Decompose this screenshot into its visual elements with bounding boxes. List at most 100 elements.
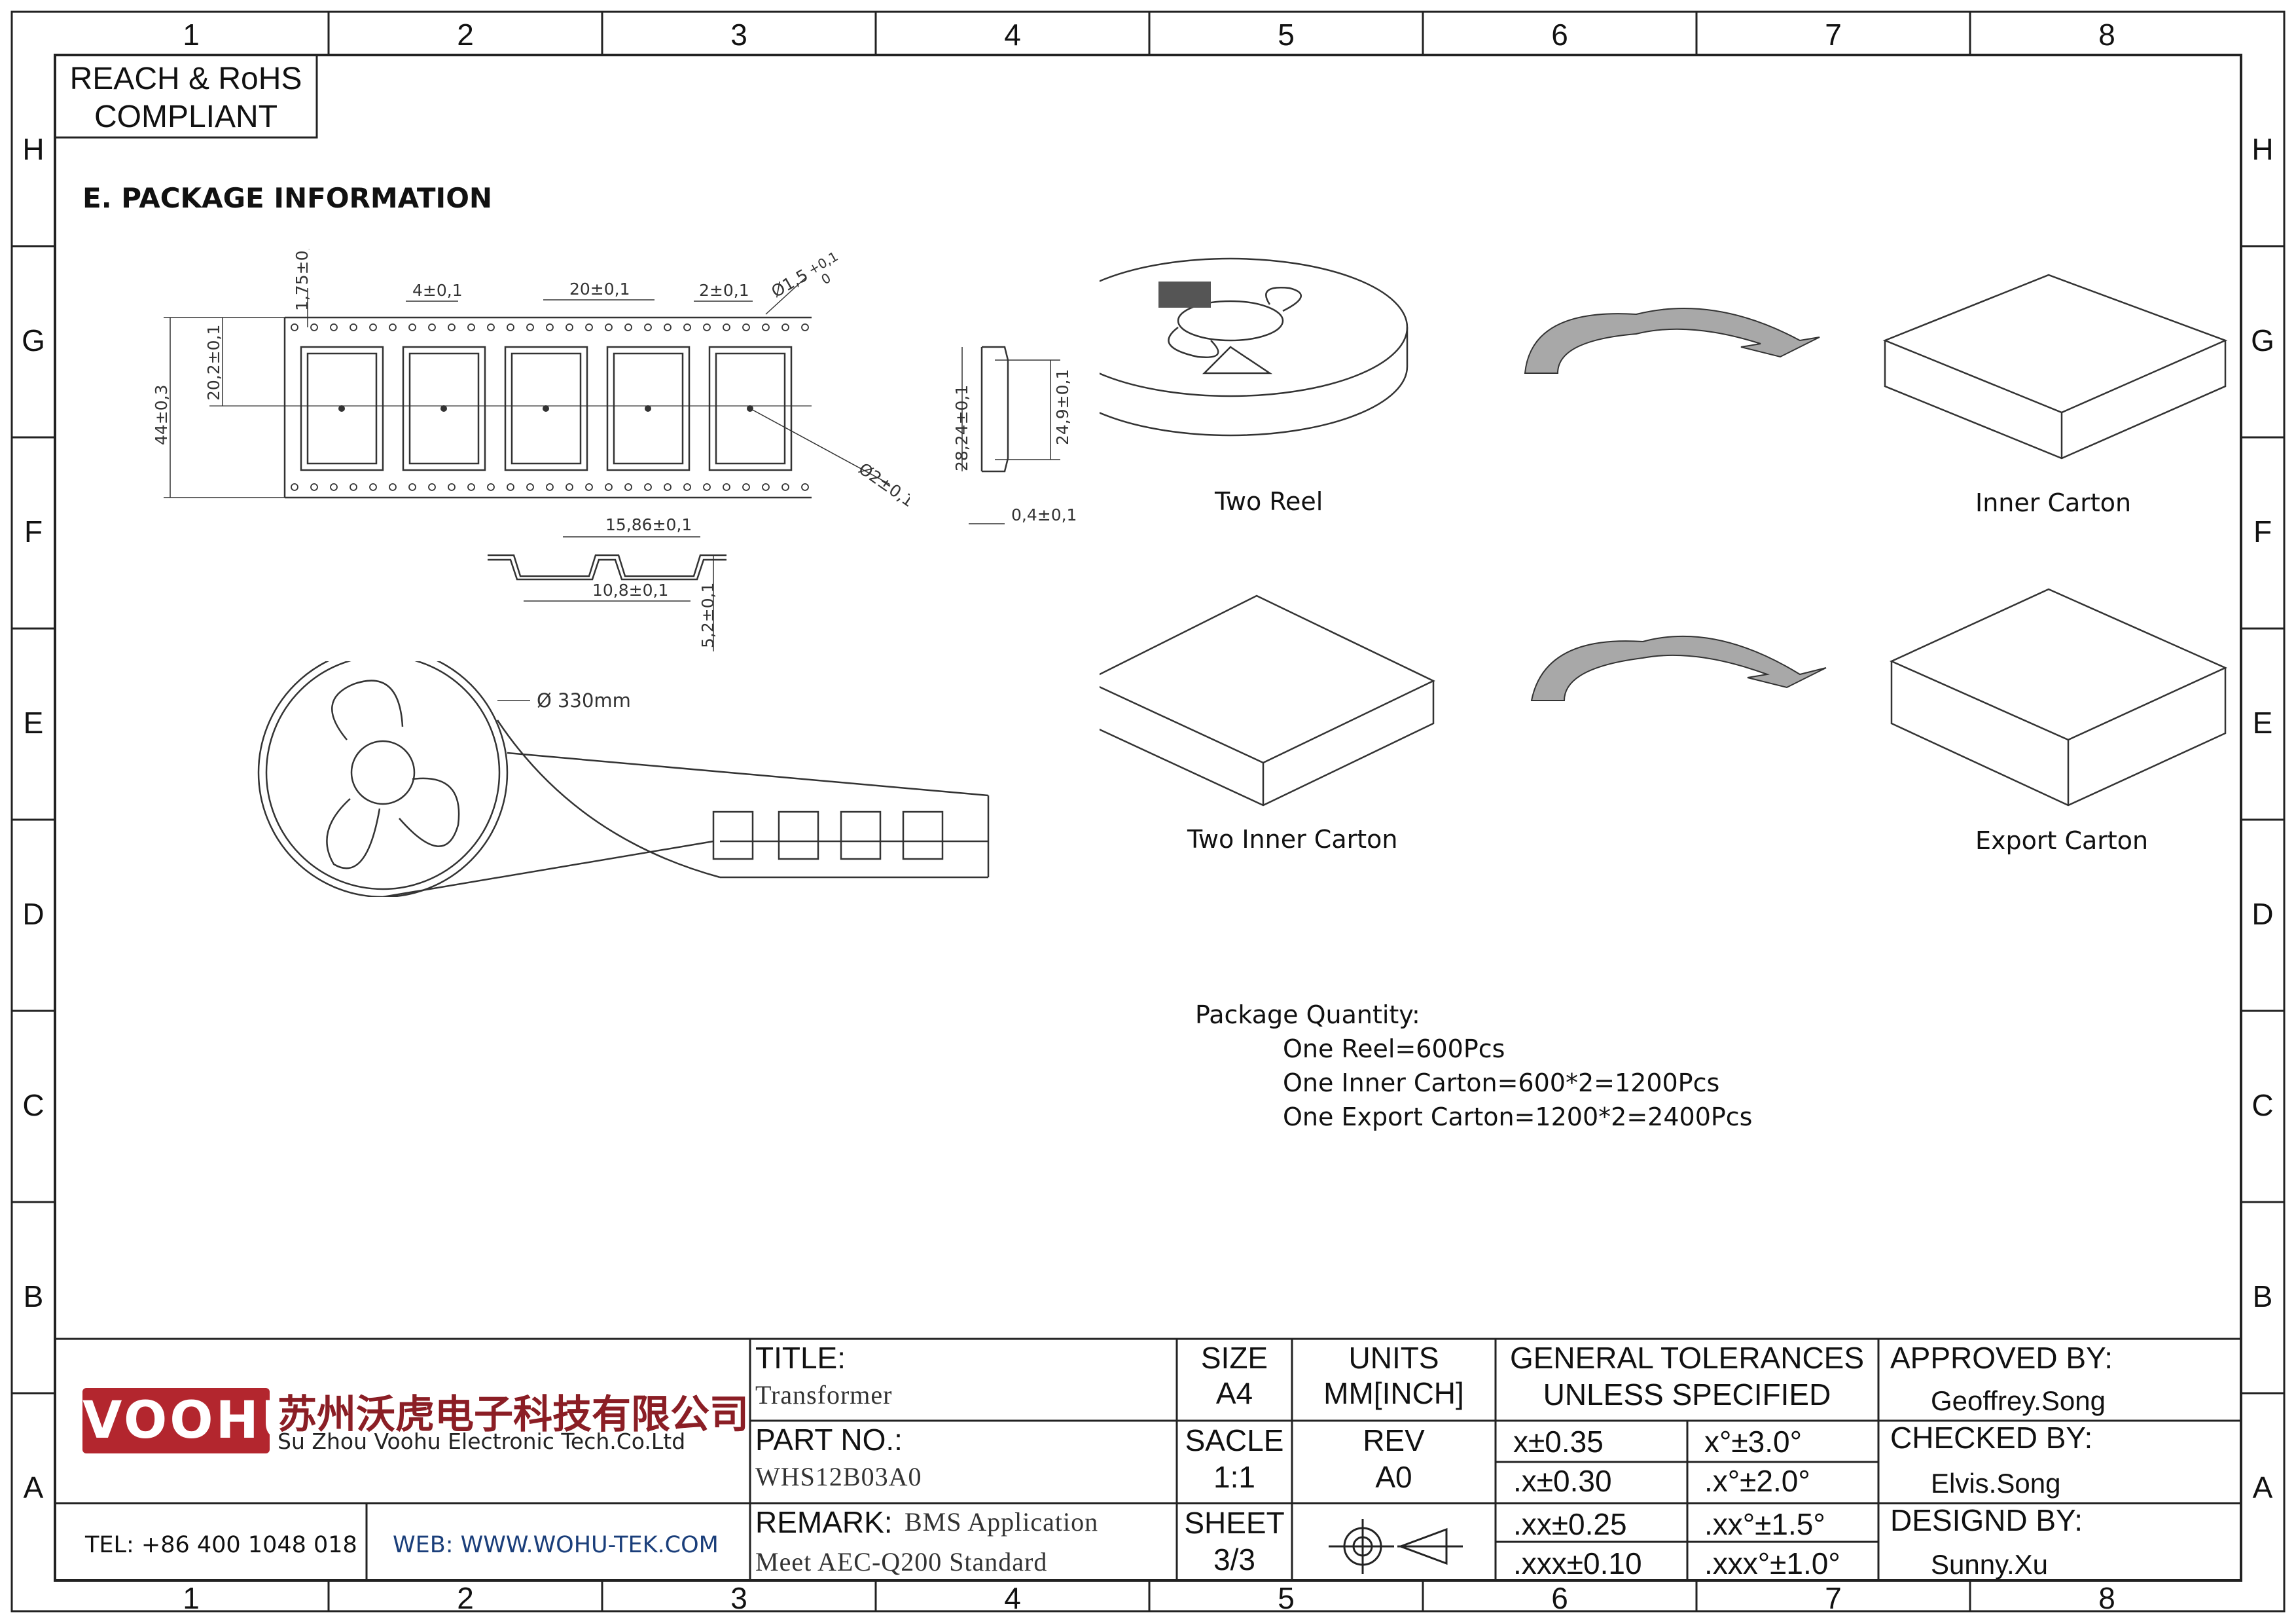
col-label-1: 1	[183, 18, 200, 52]
tol-linear-3: .xxx±0.10	[1513, 1546, 1642, 1580]
col-label-bottom-6: 6	[1551, 1581, 1568, 1615]
tolerance-title-1: GENERAL TOLERANCES	[1509, 1341, 1865, 1375]
tol-linear-1: .x±0.30	[1513, 1464, 1612, 1498]
arrow-inner-to-export	[1530, 635, 1827, 701]
reel-pictorial	[1100, 257, 1408, 437]
row-label-right-E: E	[2252, 706, 2273, 740]
dim-5-2: 5,2±0,1	[698, 583, 717, 648]
col-label-6: 6	[1551, 18, 1568, 52]
inner-carton-pictorial	[1882, 274, 2228, 460]
part-no-label: PART NO.:	[755, 1423, 903, 1457]
part-no-value: WHS12B03A0	[755, 1462, 922, 1491]
company-name-cn: 苏州沃虎电子科技有限公司	[278, 1392, 749, 1438]
scale-value: 1:1	[1213, 1460, 1255, 1494]
tol-angle-3: .xxx°±1.0°	[1704, 1546, 1840, 1580]
caption-inner-carton: Inner Carton	[1975, 488, 2132, 517]
size-value: A4	[1215, 1376, 1253, 1410]
projection-symbol	[1329, 1519, 1463, 1574]
dim-20-2: 20,2±0,1	[204, 325, 223, 401]
compliance-badge: REACH & RoHS COMPLIANT	[55, 60, 317, 136]
row-label-D: D	[22, 897, 45, 931]
tol-linear-2: .xx±0.25	[1513, 1507, 1627, 1541]
rev-value: A0	[1375, 1460, 1412, 1494]
company-name-en: Su Zhou Voohu Electronic Tech.Co.Ltd	[278, 1429, 686, 1454]
website-link[interactable]: WEB: WWW.WOHU-TEK.COM	[393, 1532, 719, 1558]
units-label: UNITS	[1348, 1341, 1439, 1375]
row-label-right-H: H	[2251, 132, 2274, 166]
scale-label: SACLE	[1185, 1423, 1284, 1457]
remark-value-1: BMS Application	[905, 1507, 1099, 1537]
tol-angle-1: .x°±2.0°	[1704, 1464, 1810, 1498]
tel: TEL: +86 400 1048 018	[85, 1532, 357, 1558]
tolerance-title-2: UNLESS SPECIFIED	[1543, 1377, 1831, 1412]
package-quantity-title: Package Quantity:	[1195, 1000, 1420, 1029]
row-label-right-B: B	[2252, 1279, 2273, 1313]
row-label-right-C: C	[2251, 1088, 2274, 1122]
qty-line-1: One Reel=600Pcs	[1283, 1034, 1505, 1063]
dim-28-24: 28,24±0,1	[952, 385, 971, 471]
tol-linear-0: x±0.35	[1513, 1425, 1604, 1459]
checked-value: Elvis.Song	[1931, 1468, 2061, 1499]
row-label-E: E	[23, 706, 44, 740]
row-label-C: C	[22, 1088, 45, 1122]
col-label-5: 5	[1278, 18, 1295, 52]
dim-4: 4±0,1	[412, 281, 463, 300]
arrow-reel-to-carton	[1524, 308, 1820, 374]
compliance-line-1: REACH & RoHS	[69, 62, 302, 96]
col-label-bottom-1: 1	[183, 1581, 200, 1615]
compliance-line-2: COMPLIANT	[94, 100, 278, 134]
caption-two-inner-carton: Two Inner Carton	[1187, 825, 1398, 854]
designed-value: Sunny.Xu	[1931, 1549, 2049, 1580]
remark-label: REMARK:	[755, 1505, 893, 1539]
reel-diameter-label: Ø 330mm	[537, 689, 631, 712]
export-carton-pictorial	[1889, 588, 2228, 807]
tol-angle-2: .xx°±1.5°	[1704, 1507, 1825, 1541]
row-label-H: H	[22, 132, 45, 166]
row-label-right-A: A	[2252, 1470, 2273, 1504]
company-logo: VOOHU	[82, 1388, 302, 1453]
approved-label: APPROVED BY:	[1890, 1341, 2113, 1375]
dim-1-75: 1,75±0,1	[293, 249, 312, 311]
row-label-right-D: D	[2251, 897, 2274, 931]
package-quantity-block: Package Quantity: One Reel=600Pcs One In…	[1195, 998, 1752, 1134]
tape-pockets	[300, 346, 793, 471]
sheet-value: 3/3	[1213, 1542, 1255, 1577]
dim-0-4: 0,4±0,1	[1011, 505, 1077, 524]
remark-value-2: Meet AEC-Q200 Standard	[755, 1547, 1048, 1577]
carrier-tape-drawing: 1,75±0,1 4±0,1 20±0,1 2±0,1 Ø1,5 +0,1 0 …	[152, 249, 910, 511]
pocket-profile: 15,86±0,1 10,8±0,1 5,2±0,1	[488, 515, 726, 651]
col-label-bottom-4: 4	[1004, 1581, 1021, 1615]
dim-20: 20±0,1	[569, 280, 630, 299]
dim-44: 44±0,3	[152, 384, 171, 445]
dim-2: 2±0,1	[699, 281, 749, 300]
title-label: TITLE:	[755, 1341, 846, 1375]
title-value: Transformer	[755, 1380, 893, 1410]
designed-label: DESIGND BY:	[1890, 1503, 2083, 1537]
caption-export-carton: Export Carton	[1975, 826, 2149, 855]
caption-two-reel: Two Reel	[1215, 487, 1323, 516]
row-label-right-F: F	[2253, 515, 2272, 549]
units-value: MM[INCH]	[1323, 1376, 1464, 1410]
two-inner-carton-pictorial	[1100, 594, 1435, 807]
col-label-8: 8	[2098, 18, 2115, 52]
row-label-F: F	[24, 515, 43, 549]
qty-line-2: One Inner Carton=600*2=1200Pcs	[1283, 1068, 1720, 1097]
tape-side-section: 28,24±0,1 24,9±0,1 0,4±0,1	[952, 346, 1077, 524]
packaging-pictorials	[1100, 257, 2228, 807]
approved-value: Geoffrey.Song	[1931, 1385, 2106, 1416]
row-label-B: B	[23, 1279, 44, 1313]
tol-angle-0: x°±3.0°	[1704, 1425, 1802, 1459]
col-label-bottom-5: 5	[1278, 1581, 1295, 1615]
col-label-bottom-8: 8	[2098, 1581, 2115, 1615]
checked-label: CHECKED BY:	[1890, 1421, 2093, 1455]
row-label-A: A	[23, 1470, 44, 1504]
qty-line-3: One Export Carton=1200*2=2400Pcs	[1283, 1103, 1753, 1131]
row-label-G: G	[22, 323, 45, 357]
col-label-4: 4	[1004, 18, 1021, 52]
size-label: SIZE	[1200, 1341, 1268, 1375]
col-label-bottom-3: 3	[730, 1581, 747, 1615]
dim-10-8: 10,8±0,1	[592, 581, 668, 600]
col-label-7: 7	[1825, 18, 1842, 52]
col-label-bottom-2: 2	[457, 1581, 474, 1615]
dim-24-9: 24,9±0,1	[1053, 369, 1072, 445]
